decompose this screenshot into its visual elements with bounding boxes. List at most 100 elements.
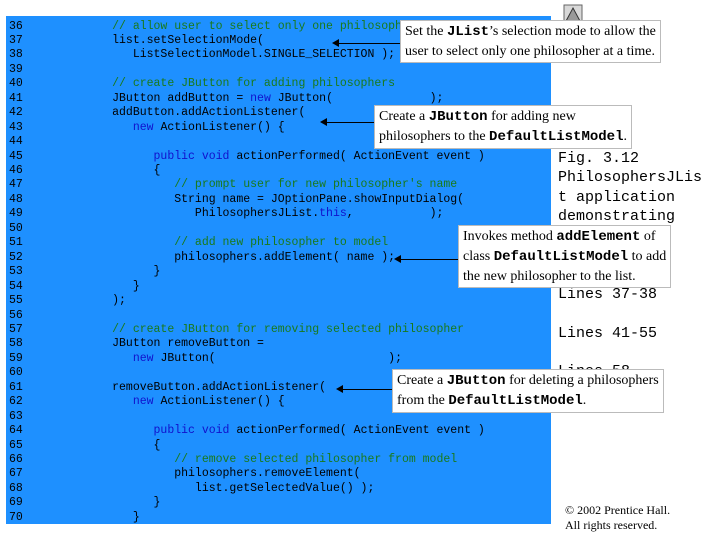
code-text: new JButton( );	[50, 352, 402, 366]
line-number: 48	[9, 192, 23, 206]
code-text: new ActionListener() {	[50, 121, 285, 135]
code-token: philosophers.removeElement(	[50, 467, 361, 481]
code-token	[50, 352, 133, 365]
line-number: 36	[9, 19, 23, 33]
code-text: );	[50, 294, 126, 308]
code-text: public void actionPerformed( ActionEvent…	[50, 424, 485, 438]
code-text: addButton.addActionListener(	[50, 106, 305, 120]
line-number: 51	[9, 236, 23, 250]
caption-line: Lines 41-55	[558, 324, 658, 342]
code-keyword: public void	[153, 149, 230, 163]
line-number: 64	[9, 424, 23, 438]
code-text: // create JButton for adding philosopher…	[50, 77, 395, 91]
copyright-notice: © 2002 Prentice Hall. All rights reserve…	[565, 503, 670, 533]
code-token	[50, 424, 154, 437]
code-comment: // create JButton for removing selected …	[50, 322, 465, 336]
line-number: 69	[9, 496, 23, 510]
callout-text: the new philosopher to the list.	[463, 269, 636, 284]
code-text: // create JButton for removing selected …	[50, 323, 464, 337]
code-text: {	[50, 164, 161, 178]
line-number: 54	[9, 279, 23, 293]
line-number: 41	[9, 91, 23, 105]
line-number: 47	[9, 178, 23, 192]
code-token: actionPerformed( ActionEvent event )	[229, 149, 485, 163]
code-token: String name = JOptionPane.showInputDialo…	[50, 192, 465, 206]
callout-arrow-remove-button	[336, 385, 392, 393]
code-token: actionPerformed( ActionEvent event )	[229, 424, 485, 438]
code-text: JButton removeButton =	[50, 337, 264, 351]
code-text: }	[50, 496, 161, 510]
code-token: removeButton.addActionListener(	[50, 380, 327, 394]
code-text: String name = JOptionPane.showInputDialo…	[50, 193, 464, 207]
code-text: removeButton.addActionListener(	[50, 381, 326, 395]
line-number: 39	[9, 62, 23, 76]
code-comment: // prompt user for new philosopher's nam…	[50, 178, 458, 192]
line-number: 62	[9, 395, 23, 409]
code-token: }	[50, 279, 140, 293]
callout-text: to add	[628, 249, 667, 264]
code-token: philosophers.addElement( name );	[50, 250, 396, 264]
callout-text: philosophers to the	[379, 129, 490, 144]
callout-text: of	[640, 229, 656, 244]
code-text: list.getSelectedValue() );	[50, 482, 374, 496]
code-text: public void actionPerformed( ActionEvent…	[50, 150, 485, 164]
callout-remove-button: Create a JButton for deleting a philosop…	[392, 369, 664, 413]
line-number: 70	[9, 510, 23, 524]
code-token	[50, 121, 133, 134]
caption-line: Fig. 3.12	[558, 150, 640, 167]
code-token: }	[50, 510, 140, 524]
callout-code: DefaultListModel	[493, 249, 629, 265]
line-number: 65	[9, 438, 23, 452]
code-token: ListSelectionModel.SINGLE_SELECTION );	[50, 48, 396, 62]
code-comment: // allow user to select only one philoso…	[50, 19, 416, 33]
callout-text: Create a	[379, 109, 429, 124]
line-number: 38	[9, 48, 23, 62]
line-number: 50	[9, 221, 23, 235]
callout-text: for adding new	[487, 109, 576, 124]
copyright-line: © 2002 Prentice Hall.	[565, 503, 671, 517]
callout-text: ’s selection mode to allow the	[489, 24, 656, 39]
code-comment: // remove selected philosopher from mode…	[50, 453, 458, 466]
code-text: // prompt user for new philosopher's nam…	[50, 178, 457, 192]
code-token: JButton removeButton =	[50, 337, 264, 351]
code-text: }	[50, 280, 140, 294]
code-text: list.setSelectionMode(	[50, 34, 264, 48]
code-token: JButton( );	[153, 351, 402, 365]
line-number: 66	[9, 453, 23, 466]
line-number: 43	[9, 120, 23, 134]
callout-text: for deleting a philosophers	[505, 373, 659, 388]
line-number: 61	[9, 380, 23, 394]
callout-text: Set the	[405, 24, 447, 39]
line-number: 59	[9, 351, 23, 365]
caption-line: t application	[558, 188, 676, 206]
code-comment: // add new philosopher to model	[50, 236, 389, 250]
line-number: 42	[9, 106, 23, 120]
callout-code: JList	[447, 24, 490, 40]
line-number: 46	[9, 164, 23, 177]
code-text: // add new philosopher to model	[50, 236, 388, 250]
line-number: 63	[9, 409, 23, 423]
line-number: 45	[9, 149, 23, 163]
code-token: }	[50, 496, 161, 510]
callout-text: .	[623, 129, 627, 144]
code-text: philosophers.removeElement(	[50, 467, 361, 481]
callout-arrow-add-element	[394, 255, 458, 263]
line-number: 44	[9, 135, 23, 149]
code-text: new ActionListener() {	[50, 395, 285, 409]
line-number: 40	[9, 77, 23, 91]
caption-line: demonstrating	[558, 208, 676, 226]
line-number: 57	[9, 322, 23, 336]
line-number: 68	[9, 481, 23, 495]
callout-code: DefaultListModel	[489, 129, 624, 145]
line-number: 53	[9, 265, 23, 279]
code-keyword: new	[132, 351, 154, 365]
callout-text: Invokes method	[463, 229, 557, 244]
code-token	[50, 150, 154, 163]
line-number: 67	[9, 467, 23, 481]
callout-text: .	[582, 393, 587, 408]
code-token: , );	[346, 207, 444, 221]
code-token: list.setSelectionMode(	[50, 33, 264, 47]
code-token: list.getSelectedValue() );	[50, 481, 375, 495]
code-token: {	[50, 164, 161, 177]
